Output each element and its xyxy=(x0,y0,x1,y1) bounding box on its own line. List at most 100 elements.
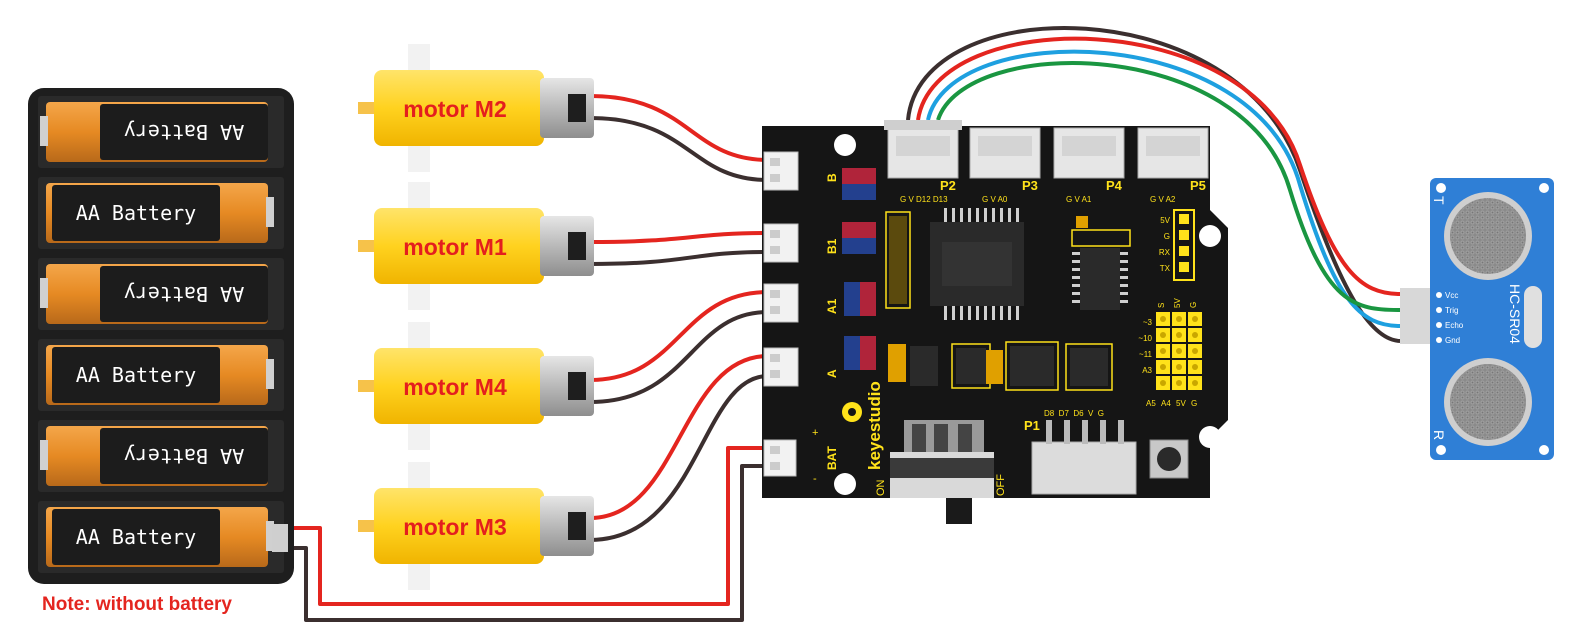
wire-m1-black xyxy=(589,250,769,266)
header-pins: G V A0 xyxy=(982,195,1008,204)
wire-m2-red xyxy=(589,94,769,162)
header-name: P2 xyxy=(940,178,956,193)
grid-bottom-label: A5 xyxy=(1146,399,1156,408)
wire-m3-black xyxy=(589,374,769,542)
mount-hole xyxy=(834,473,856,495)
battery-note: Note: without battery xyxy=(42,594,232,615)
transmitter-can xyxy=(1444,192,1532,280)
mount-hole xyxy=(834,134,856,156)
mount-hole xyxy=(1199,426,1221,448)
sensor-r-label: R xyxy=(1431,430,1447,440)
battery-cell: AA Battery xyxy=(38,501,284,573)
header-pins: G V A1 xyxy=(1066,195,1092,204)
battery-label: AA Battery xyxy=(76,363,196,387)
motor-port: B1 xyxy=(763,223,839,263)
reset-button[interactable] xyxy=(1149,439,1189,479)
motor-port-label: B1 xyxy=(825,238,839,254)
battery-cell: AA Battery xyxy=(38,420,284,492)
battery-cell: AA Battery xyxy=(38,258,284,330)
serial-pin-label: RX xyxy=(1159,248,1171,257)
wire-sensor-blue xyxy=(926,49,1401,328)
switch-off-label: OFF xyxy=(995,474,1007,496)
sensor-t-label: T xyxy=(1431,196,1447,205)
wire-sensor-green xyxy=(936,61,1401,312)
grid-bottom-label: 5V xyxy=(1176,399,1186,408)
motor-label: motor M1 xyxy=(403,234,507,260)
wire-m2-black xyxy=(589,116,769,182)
crystal xyxy=(1524,286,1542,348)
receiver-can xyxy=(1444,358,1532,446)
sensor-header: P4 G V A1 xyxy=(1053,127,1125,204)
grid-top-label: G xyxy=(1189,302,1198,308)
sensor-pins xyxy=(1400,288,1434,344)
motor: motor M1 xyxy=(358,182,594,310)
motor-port-label: A xyxy=(825,369,839,378)
p1-header: P1 D8 D7 D6 V G xyxy=(1024,409,1137,495)
power-switch[interactable]: ON OFF xyxy=(875,420,1007,524)
grid-bottom-label: G xyxy=(1191,399,1197,408)
wire-bat-black xyxy=(280,464,768,622)
brand-label: keyestudio xyxy=(865,381,884,470)
grid-left-label: ~10 xyxy=(1138,334,1152,343)
grid-bottom-label: A4 xyxy=(1161,399,1171,408)
battery-label: AA Battery xyxy=(124,444,244,468)
bat-plus-label: + xyxy=(812,427,818,439)
bat-label: BAT xyxy=(825,446,839,470)
sensor-header: P5G V A2 xyxy=(1137,127,1209,204)
wire-bat-red xyxy=(280,446,768,606)
sensor-pin-label: Echo xyxy=(1445,321,1464,330)
battery-cell: AA Battery xyxy=(38,177,284,249)
sensor-pin-label: Trig xyxy=(1445,306,1458,315)
battery-cell: AA Battery xyxy=(38,339,284,411)
header-pins: G V D12 D13 xyxy=(900,195,948,204)
serial-pin-label: TX xyxy=(1160,264,1171,273)
battery-label: AA Battery xyxy=(124,120,244,144)
motor-port-label: A1 xyxy=(825,298,839,314)
wire-m4-red xyxy=(589,290,769,382)
sensor-pin-label: Vcc xyxy=(1445,291,1458,300)
wires xyxy=(280,25,1401,622)
logic-chip xyxy=(1072,248,1128,310)
wire-m3-red xyxy=(589,354,769,520)
motor-port: B xyxy=(763,151,839,191)
motor: motor M4 xyxy=(358,322,594,450)
battery-label: AA Battery xyxy=(76,525,196,549)
grid-left-label: ~3 xyxy=(1143,318,1153,327)
battery-terminal xyxy=(272,524,288,552)
grid-top-label: 5V xyxy=(1173,298,1182,308)
motor-label: motor M2 xyxy=(403,96,507,122)
serial-pin-label: 5V xyxy=(1160,216,1170,225)
motor-label: motor M3 xyxy=(403,514,507,540)
p1-pins: D8 D7 D6 V G xyxy=(1044,409,1104,418)
switch-on-label: ON xyxy=(875,479,887,496)
motor-port: A xyxy=(763,347,839,387)
wire-m4-black xyxy=(589,310,769,404)
wire-sensor-red xyxy=(916,36,1401,296)
battery-label: AA Battery xyxy=(124,282,244,306)
sensor-pin-label: Gnd xyxy=(1445,336,1460,345)
motors: motor M2 motor M1 motor M4 motor M3 xyxy=(358,44,594,590)
motor-label: motor M4 xyxy=(403,374,507,400)
header-name: P3 xyxy=(1022,178,1038,193)
battery-cell: AA Battery xyxy=(38,96,284,168)
smd-fill xyxy=(888,216,1108,386)
sensor-headers: P2 G V D12 D13 P3 G V A0 P4 G V A1 P5G V A2 xyxy=(884,120,1209,204)
grid-left-label: ~11 xyxy=(1139,350,1153,359)
driver-chip xyxy=(930,208,1024,320)
battery-pack: AA Battery AA Battery AA Battery AA Battery… xyxy=(28,88,294,584)
p1-name: P1 xyxy=(1024,418,1040,433)
sensor-header: P3 G V A0 xyxy=(969,127,1041,204)
brand-logo xyxy=(842,402,862,422)
wire-m1-red xyxy=(589,231,769,244)
sensor-header: P2 G V D12 D13 xyxy=(887,127,959,204)
header-name: P4 xyxy=(1106,178,1123,193)
header-pins: G V A2 xyxy=(1150,195,1176,204)
sensor-model: HC-SR04 xyxy=(1507,284,1523,344)
grid-left-label: A3 xyxy=(1142,366,1152,375)
